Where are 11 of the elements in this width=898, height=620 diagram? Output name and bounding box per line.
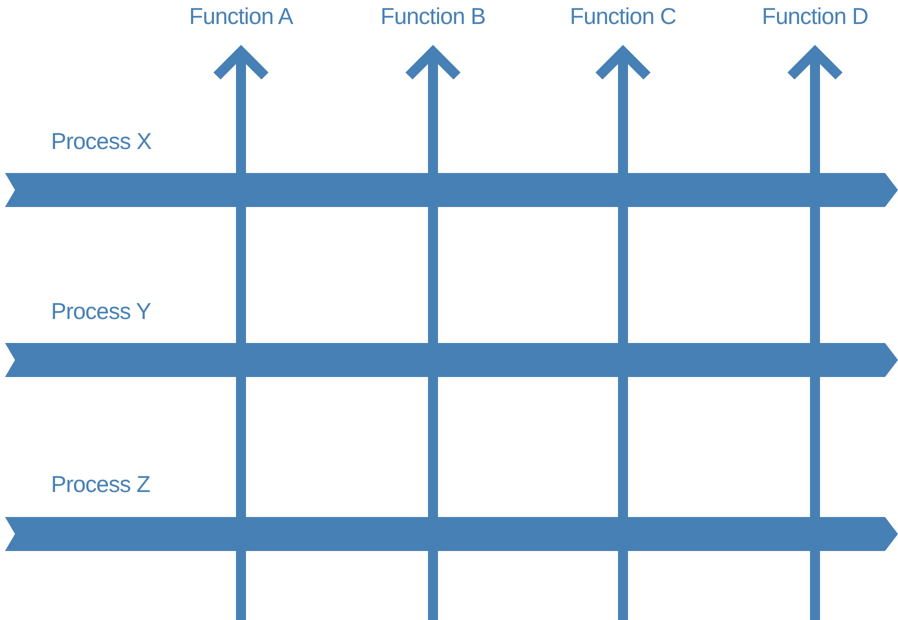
function-label: Function C — [568, 3, 678, 30]
function-label: Function D — [760, 3, 870, 30]
arrow — [404, 44, 462, 620]
process-label: Process Y — [51, 298, 151, 325]
process-label: Process X — [51, 128, 152, 155]
arrow — [212, 44, 270, 620]
arrow — [594, 44, 652, 620]
function-label: Function B — [380, 3, 486, 30]
function-label: Function A — [188, 3, 294, 30]
process-label: Process Z — [51, 471, 150, 498]
arrow — [786, 44, 844, 620]
